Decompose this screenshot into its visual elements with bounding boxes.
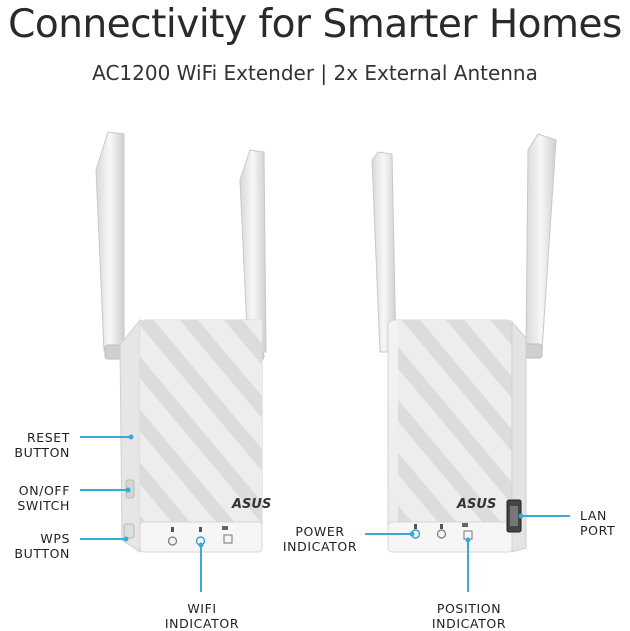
antenna-right-1 xyxy=(371,151,397,353)
extender-right: ASUS xyxy=(371,133,557,553)
wifi-led-right xyxy=(436,524,447,539)
power-led-left xyxy=(167,527,178,546)
antenna-left-1 xyxy=(95,131,128,360)
page-title: Connectivity for Smarter Homes xyxy=(8,2,622,47)
antenna-right-2 xyxy=(517,133,557,359)
position-led-left xyxy=(222,526,233,544)
brand-logo-right: ASUS xyxy=(456,497,496,512)
callout-lines xyxy=(80,436,570,592)
brand-logo-left: ASUS xyxy=(231,497,271,512)
wps-button[interactable] xyxy=(123,523,135,539)
page-subtitle: AC1200 WiFi Extender | 2x External Anten… xyxy=(92,61,538,85)
